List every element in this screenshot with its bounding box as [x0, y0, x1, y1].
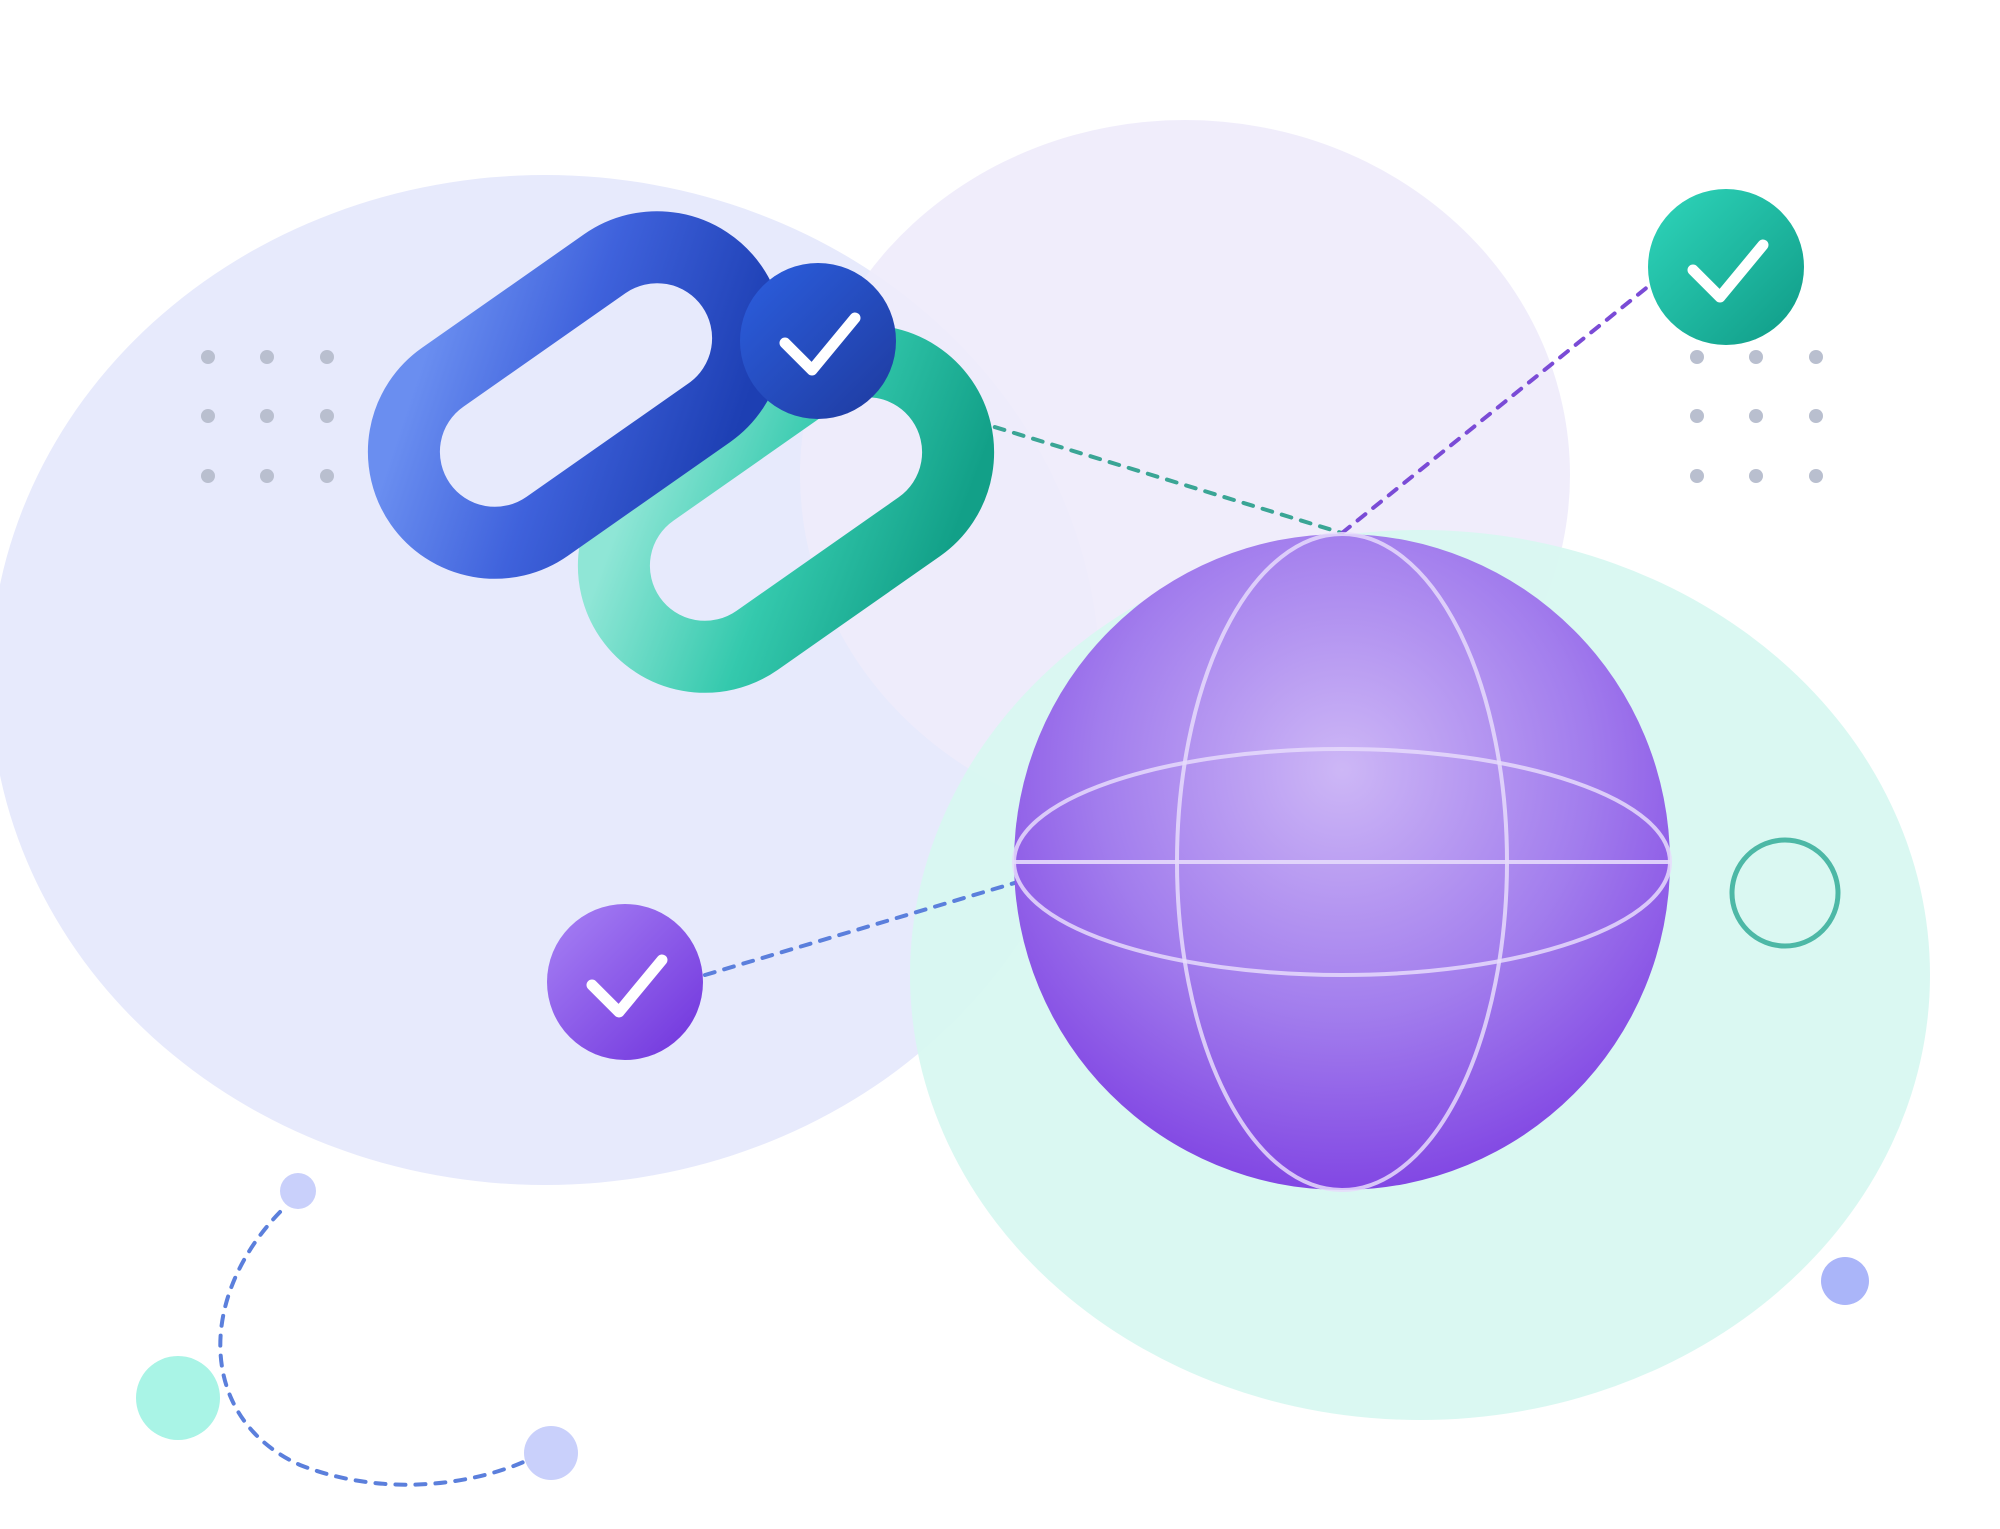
- dot-grid-right: [1690, 350, 1823, 483]
- lilac-dot-bottom: [524, 1426, 578, 1480]
- checkmark-icon: [779, 312, 861, 376]
- connector-left-badge-to-globe: [703, 863, 1077, 977]
- blue-link: [367, 211, 785, 579]
- chain-link-icon: [367, 211, 995, 693]
- top-right-check-badge: [1648, 189, 1804, 345]
- connector-globe-to-top-right: [1340, 283, 1652, 535]
- left-check-badge: [547, 904, 703, 1060]
- checkmark-icon: [586, 954, 668, 1018]
- link-check-badge: [740, 263, 896, 419]
- checkmark-icon: [1687, 239, 1769, 303]
- connector-bottom-curve: [218, 1210, 530, 1487]
- periwinkle-dot: [1821, 1257, 1869, 1305]
- mint-dot: [136, 1356, 220, 1440]
- small-lilac-dot: [280, 1173, 316, 1209]
- decorative-dots: [136, 837, 1869, 1480]
- globe-icon: [1012, 532, 1672, 1192]
- ring-outline: [1729, 837, 1841, 949]
- dot-grid-left: [201, 350, 334, 483]
